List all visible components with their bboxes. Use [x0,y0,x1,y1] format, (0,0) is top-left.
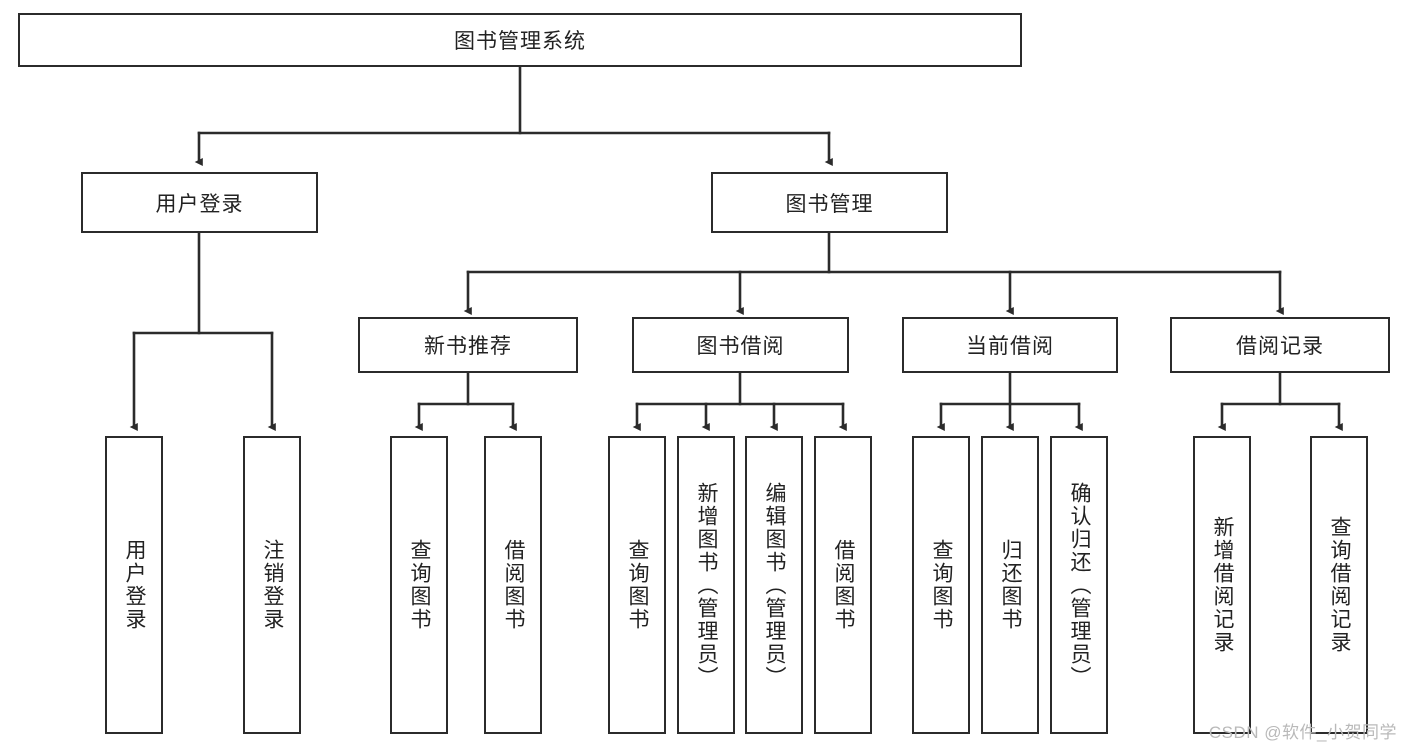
node-label: 当前借阅 [966,335,1054,358]
node-label: 查询图书 [930,539,954,631]
node-label: 编辑图书（管理员） [763,481,787,689]
node-label: 查询借阅记录 [1328,516,1352,654]
node-label: 借阅图书 [832,539,856,631]
leaf-query-book-recommend[interactable]: 查询图书 [390,436,448,734]
node-borrow-record[interactable]: 借阅记录 [1170,317,1390,373]
node-label: 图书管理系统 [454,30,586,53]
leaf-query-borrow-record[interactable]: 查询借阅记录 [1310,436,1368,734]
leaf-user-login[interactable]: 用户登录 [105,436,163,734]
node-label: 借阅记录 [1236,335,1324,358]
node-new-book-recommend[interactable]: 新书推荐 [358,317,578,373]
leaf-query-book-current[interactable]: 查询图书 [912,436,970,734]
node-label: 归还图书 [999,539,1023,631]
leaf-borrow-book-recommend[interactable]: 借阅图书 [484,436,542,734]
node-book-management[interactable]: 图书管理 [711,172,948,233]
leaf-query-book-borrow[interactable]: 查询图书 [608,436,666,734]
node-label: 新书推荐 [424,335,512,358]
node-label: 新增借阅记录 [1211,516,1235,654]
node-label: 确认归还（管理员） [1068,481,1092,689]
node-label: 用户登录 [155,192,244,216]
node-label: 查询图书 [626,539,650,631]
leaf-return-book[interactable]: 归还图书 [981,436,1039,734]
watermark-text: CSDN @软件_小贺同学 [1208,723,1397,742]
node-label: 查询图书 [408,539,432,631]
leaf-add-borrow-record[interactable]: 新增借阅记录 [1193,436,1251,734]
leaf-user-logout[interactable]: 注销登录 [243,436,301,734]
node-user-login[interactable]: 用户登录 [81,172,318,233]
leaf-confirm-return-admin[interactable]: 确认归还（管理员） [1050,436,1108,734]
leaf-edit-book-admin[interactable]: 编辑图书（管理员） [745,436,803,734]
node-current-borrow[interactable]: 当前借阅 [902,317,1118,373]
leaf-borrow-book[interactable]: 借阅图书 [814,436,872,734]
node-label: 图书借阅 [696,335,785,358]
node-label: 借阅图书 [502,539,526,631]
node-label: 新增图书（管理员） [695,481,719,689]
node-label: 用户登录 [123,539,147,631]
node-label: 图书管理 [785,192,874,216]
node-label: 注销登录 [261,539,285,631]
node-root-system[interactable]: 图书管理系统 [18,13,1022,67]
leaf-add-book-admin[interactable]: 新增图书（管理员） [677,436,735,734]
node-book-borrow[interactable]: 图书借阅 [632,317,849,373]
